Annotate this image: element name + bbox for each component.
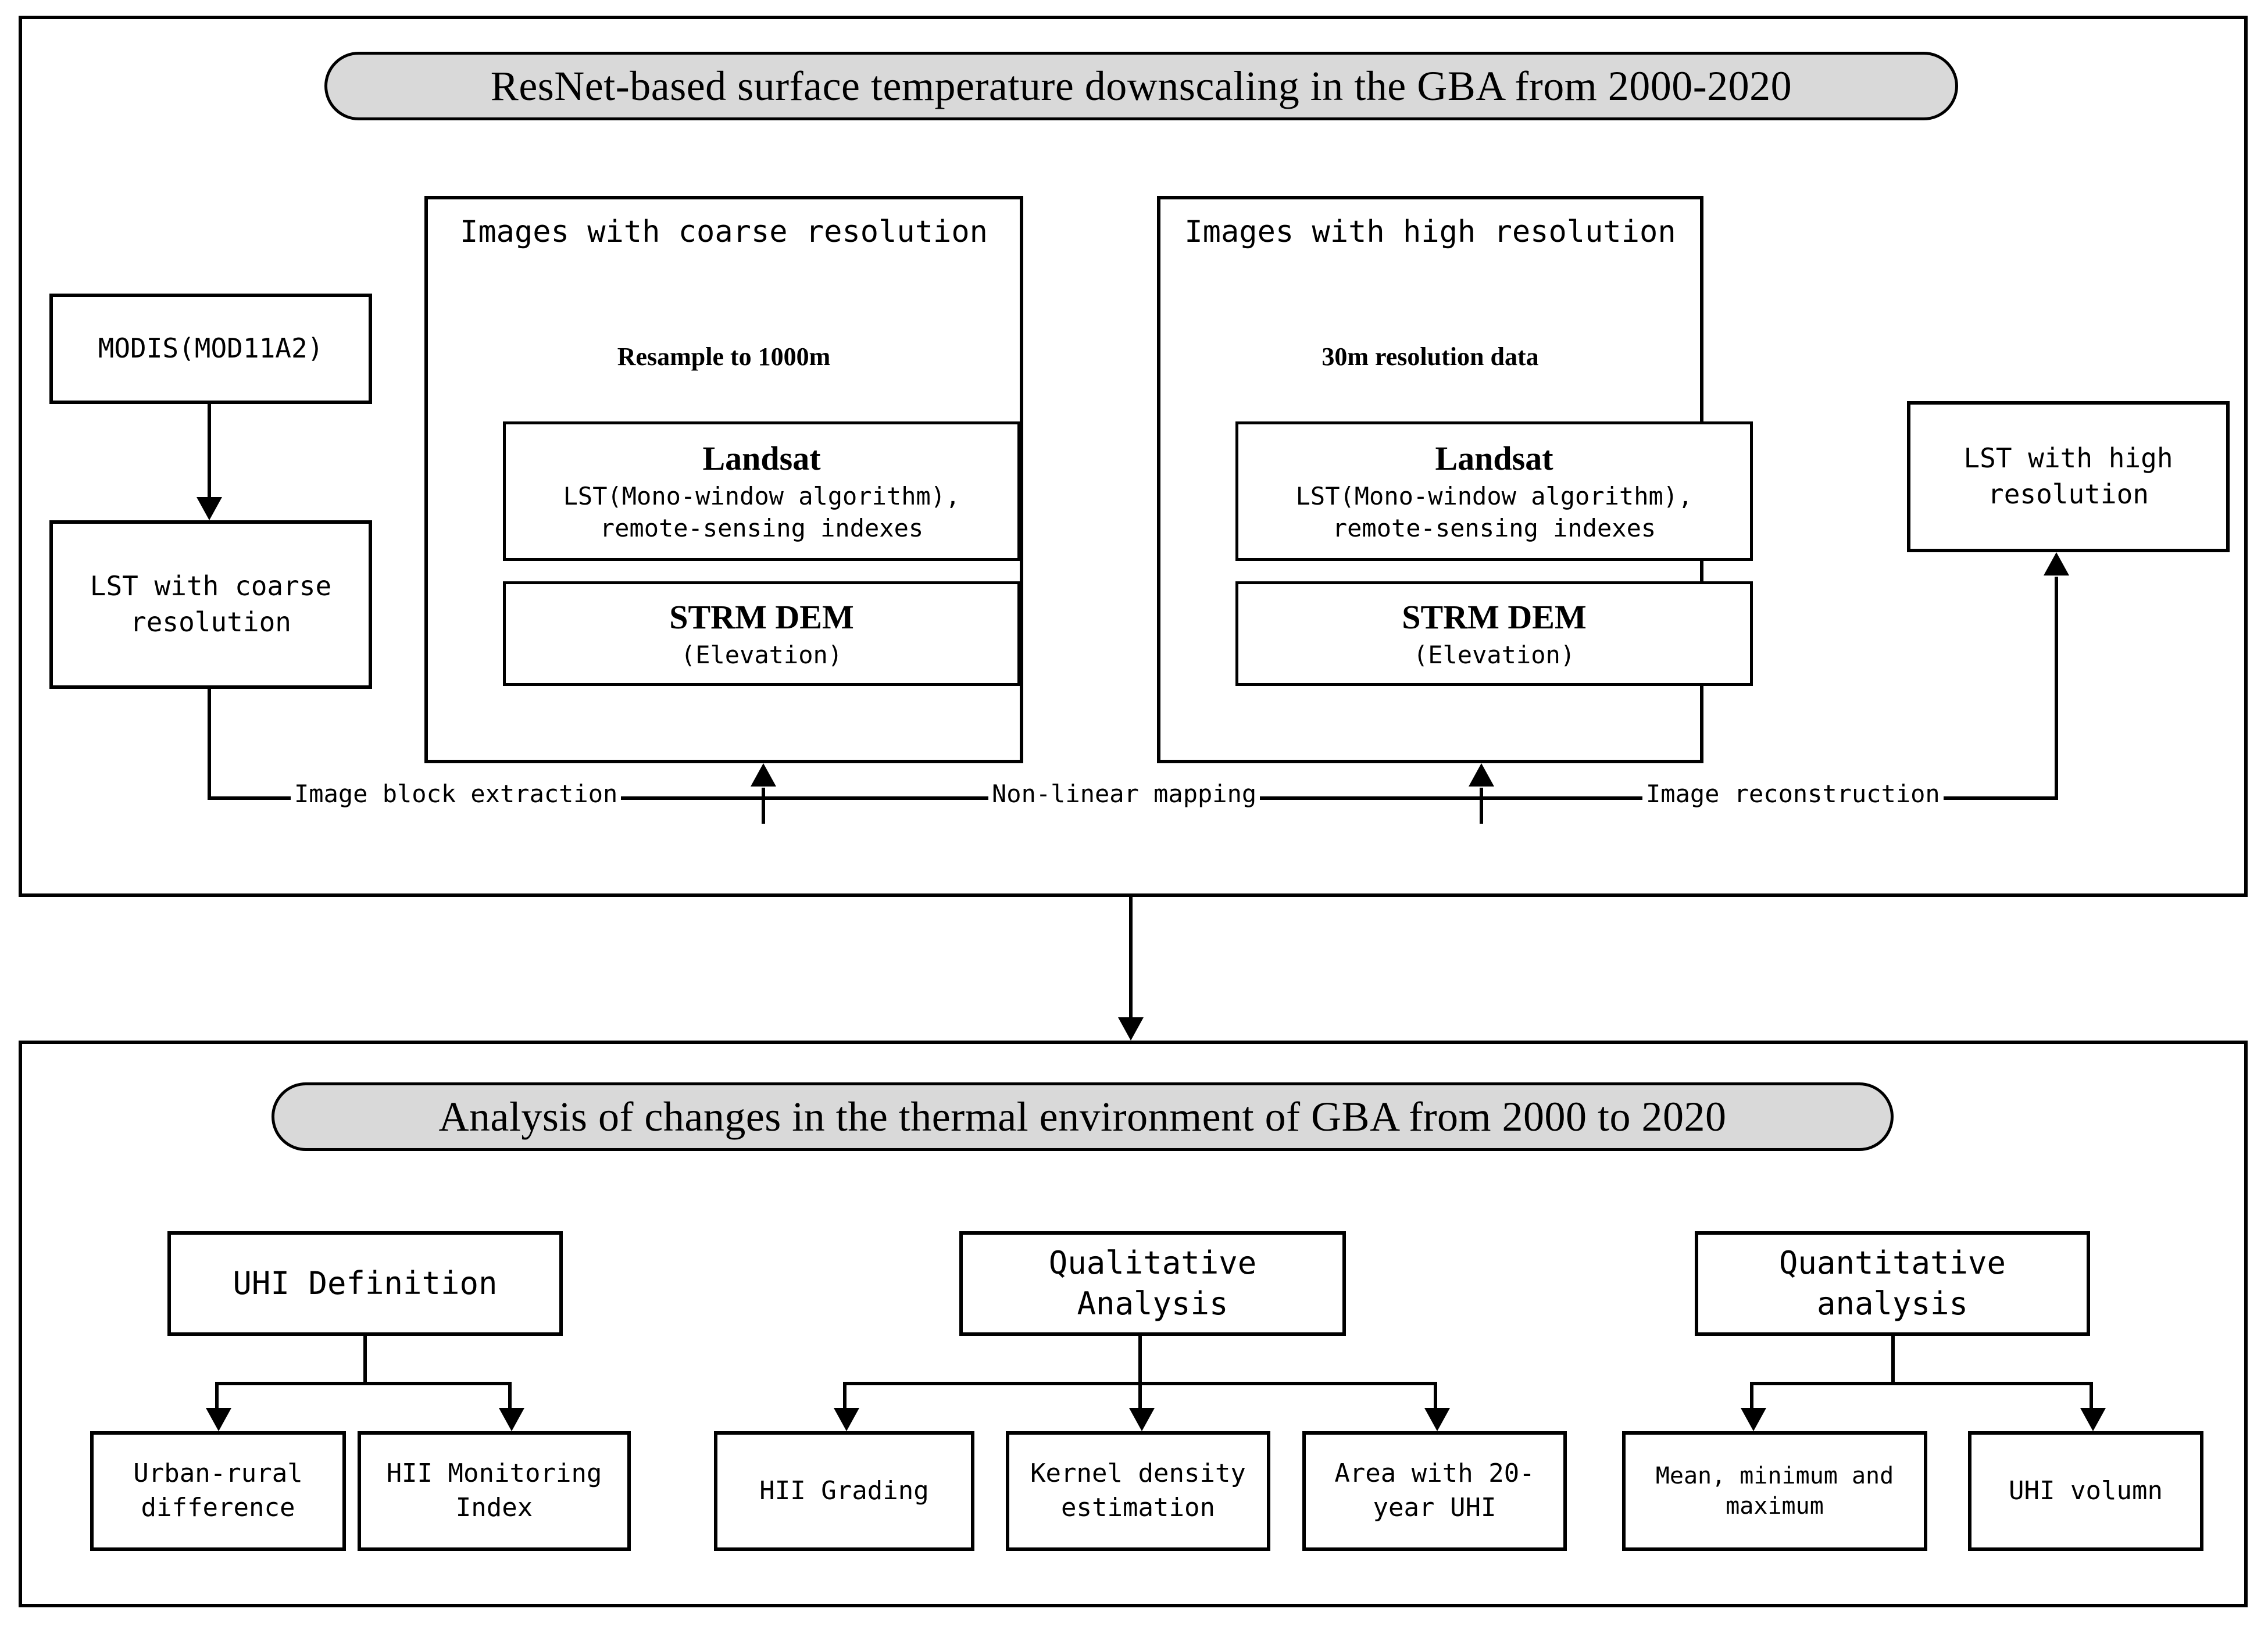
flow-label-non-linear-mapping: Non-linear mapping [988, 782, 1260, 806]
box-high-landsat-line1: LST(Mono-window algorithm), [1295, 481, 1693, 510]
arrow-quant-to-mean-min-max [1741, 1408, 1766, 1431]
box-uhi-volumn-label: UHI volumn [2009, 1475, 2163, 1506]
connector-qual-stem [1138, 1336, 1142, 1384]
arrow-modis-to-lst-coarse [197, 497, 222, 520]
box-modis-source: MODIS(MOD11A2) [49, 294, 372, 404]
lower-panel-title: Analysis of changes in the thermal envir… [272, 1082, 1894, 1151]
box-urban-rural-difference: Urban-rural difference [90, 1431, 346, 1551]
group-high-subheading-text: 30m resolution data [1321, 342, 1539, 371]
arrow-flow-to-lst-high [2044, 552, 2069, 575]
box-coarse-dem-sub: (Elevation) [680, 640, 843, 669]
box-mean-min-max-label: Mean, minimum and maximum [1655, 1463, 1894, 1520]
box-high-landsat: Landsat LST(Mono-window algorithm), remo… [1235, 421, 1753, 561]
box-hii-grading-label: HII Grading [759, 1475, 929, 1506]
connector-quant-drop-1 [1750, 1382, 1753, 1417]
box-hii-grading: HII Grading [714, 1431, 974, 1551]
box-urban-rural-difference-label: Urban-rural difference [133, 1459, 303, 1522]
box-uhi-volumn: UHI volumn [1968, 1431, 2203, 1551]
group-coarse-subheading: Resample to 1000m [453, 340, 994, 373]
arrow-qual-to-hii-grading [834, 1408, 859, 1431]
box-coarse-landsat-title: Landsat [702, 439, 821, 478]
arrow-upper-to-lower-panel [1118, 1017, 1144, 1041]
arrow-quant-to-uhi-volumn [2080, 1408, 2106, 1431]
box-qualitative-analysis-label: Qualitative Analysis [1048, 1244, 1257, 1322]
arrow-flow-to-high-group [1469, 763, 1494, 787]
box-coarse-landsat-line1: LST(Mono-window algorithm), [563, 481, 960, 510]
upper-panel [19, 16, 2248, 897]
upper-panel-title: ResNet-based surface temperature downsca… [324, 52, 1958, 120]
box-lst-coarse: LST with coarse resolution [49, 520, 372, 689]
connector-upper-to-lower-panel [1129, 897, 1133, 1025]
connector-qual-drop-3 [1434, 1382, 1437, 1417]
box-high-landsat-title: Landsat [1435, 439, 1553, 478]
box-mean-min-max: Mean, minimum and maximum [1622, 1431, 1927, 1551]
connector-uhi-def-drop-1 [215, 1382, 219, 1417]
group-high-heading: Images with high resolution [1180, 212, 1680, 252]
flow-label-image-block-extraction: Image block extraction [291, 782, 622, 806]
box-area-with-20-year-uhi-label: Area with 20-year UHI [1334, 1459, 1535, 1522]
arrow-uhi-def-to-hii-index [499, 1408, 524, 1431]
box-lst-high: LST with high resolution [1907, 401, 2230, 552]
group-coarse-subheading-text: Resample to 1000m [617, 342, 831, 371]
box-quantitative-analysis-label: Quantitative analysis [1778, 1244, 2006, 1322]
box-high-landsat-line2: remote-sensing indexes [1332, 514, 1656, 543]
box-uhi-definition: UHI Definition [167, 1231, 563, 1336]
group-high-subheading: 30m resolution data [1180, 340, 1680, 373]
box-high-dem-sub: (Elevation) [1413, 640, 1576, 669]
group-high-heading-text: Images with high resolution [1184, 215, 1676, 249]
connector-lst-coarse-down [208, 689, 211, 800]
group-coarse-heading-text: Images with coarse resolution [460, 215, 988, 249]
connector-qual-drop-1 [843, 1382, 847, 1417]
box-coarse-landsat: Landsat LST(Mono-window algorithm), remo… [503, 421, 1020, 561]
connector-flow-to-high-group [1480, 788, 1483, 824]
box-coarse-dem: STRM DEM (Elevation) [503, 581, 1020, 686]
flow-label-image-reconstruction: Image reconstruction [1642, 782, 1944, 806]
box-hii-monitoring-index-label: HII Monitoring Index [386, 1459, 602, 1522]
box-kernel-density-estimation-label: Kernel density estimation [1030, 1459, 1246, 1522]
connector-uhi-def-drop-2 [508, 1382, 512, 1417]
connector-flow-to-coarse-group [762, 788, 765, 824]
connector-quant-bus [1750, 1382, 2093, 1385]
box-lst-coarse-label: LST with coarse resolution [90, 570, 332, 638]
box-coarse-dem-title: STRM DEM [669, 598, 854, 637]
connector-uhi-def-bus [215, 1382, 512, 1385]
box-qualitative-analysis: Qualitative Analysis [959, 1231, 1346, 1336]
box-area-with-20-year-uhi: Area with 20-year UHI [1302, 1431, 1567, 1551]
arrow-uhi-def-to-urban-rural [206, 1408, 231, 1431]
connector-qual-drop-2 [1138, 1382, 1142, 1417]
connector-quant-stem [1891, 1336, 1895, 1384]
connector-modis-to-lst-coarse [208, 404, 211, 501]
box-uhi-definition-label: UHI Definition [233, 1264, 498, 1302]
arrow-flow-to-coarse-group [751, 763, 776, 787]
arrow-qual-to-area-20y-uhi [1424, 1408, 1450, 1431]
group-coarse-heading: Images with coarse resolution [453, 212, 994, 252]
box-high-dem: STRM DEM (Elevation) [1235, 581, 1753, 686]
connector-flow-to-lst-high [2055, 577, 2058, 800]
box-modis-source-label: MODIS(MOD11A2) [98, 333, 324, 364]
connector-uhi-def-stem [363, 1336, 367, 1384]
box-quantitative-analysis: Quantitative analysis [1695, 1231, 2090, 1336]
box-hii-monitoring-index: HII Monitoring Index [358, 1431, 631, 1551]
box-high-dem-title: STRM DEM [1402, 598, 1587, 637]
box-coarse-landsat-line2: remote-sensing indexes [599, 514, 924, 543]
box-kernel-density-estimation: Kernel density estimation [1006, 1431, 1270, 1551]
connector-quant-drop-2 [2090, 1382, 2093, 1417]
box-lst-high-label: LST with high resolution [1963, 442, 2173, 510]
arrow-qual-to-kernel-density [1129, 1408, 1155, 1431]
